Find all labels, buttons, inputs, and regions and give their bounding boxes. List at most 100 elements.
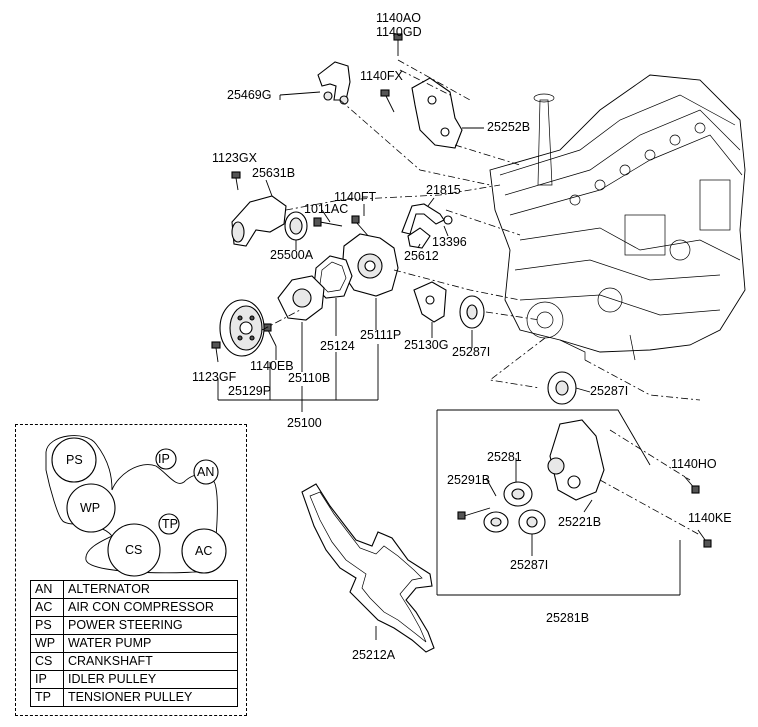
label-25252B: 25252B xyxy=(487,120,530,134)
schematic-wp-pulley xyxy=(66,483,116,533)
label-25129P: 25129P xyxy=(228,384,271,398)
schematic-ps-pulley xyxy=(51,437,97,483)
label-1140AO: 1140AO xyxy=(376,11,421,25)
schematic-label-ip: IP xyxy=(158,452,170,466)
idler-pulley-25287I-b xyxy=(547,371,577,405)
label-21815: 21815 xyxy=(426,183,461,197)
schematic-label-wp: WP xyxy=(80,501,100,515)
label-25291B: 25291B xyxy=(447,473,490,487)
label-25287I-c: 25287I xyxy=(510,558,548,572)
label-25111P: 25111P xyxy=(360,328,401,342)
schematic-label-an: AN xyxy=(197,465,214,479)
housing-25631B xyxy=(231,195,287,247)
pulley-25129P xyxy=(219,299,265,357)
clip-13396 xyxy=(443,215,453,225)
schematic-tp-pulley xyxy=(158,513,180,535)
tensioner-pulley-25281 xyxy=(503,481,533,507)
label-25287I-a: 25287I xyxy=(452,345,490,359)
label-25287I-b: 25287I xyxy=(590,384,628,398)
gasket-25612 xyxy=(407,227,431,249)
schematic-cs-pulley xyxy=(107,523,161,577)
label-25500A: 25500A xyxy=(270,248,314,262)
pump-body-25111P xyxy=(341,233,399,297)
leader-lines xyxy=(217,59,701,640)
label-1011AC: 1011AC xyxy=(304,202,348,216)
label-1140KE: 1140KE xyxy=(688,511,732,525)
label-25469G: 25469G xyxy=(227,88,271,102)
label-25100: 25100 xyxy=(287,416,322,430)
schematic-label-ps: PS xyxy=(66,453,83,467)
tensioner-assembly-frame xyxy=(436,409,681,596)
label-1140EB: 1140EB xyxy=(250,359,294,373)
belt-routing-schematic: PS IP AN WP TP CS AC xyxy=(45,435,227,577)
bolt-1140HO xyxy=(683,475,700,494)
label-1140HO: 1140HO xyxy=(671,457,717,471)
legend-code: AC xyxy=(30,598,64,617)
schematic-label-cs: CS xyxy=(125,543,142,557)
bolt-1011AC xyxy=(313,217,343,227)
label-1123GX: 1123GX xyxy=(212,151,258,165)
legend-name: TENSIONER PULLEY xyxy=(63,688,238,707)
schematic-label-ac: AC xyxy=(195,544,212,558)
label-1140FT: 1140FT xyxy=(334,190,377,204)
schematic-an-pulley xyxy=(193,459,219,485)
bolt-1140KE xyxy=(697,529,712,548)
legend-code: WP xyxy=(30,634,64,653)
bolt-1140EB xyxy=(263,323,277,347)
legend-code: IP xyxy=(30,670,64,689)
drive-belt-25212A xyxy=(301,483,435,653)
bracket-25130G xyxy=(413,281,447,323)
idler-pulley-25287I-a xyxy=(459,295,485,329)
bracket-25252B xyxy=(411,77,463,149)
thermostat-25500A xyxy=(284,211,308,241)
label-1123GF: 1123GF xyxy=(192,370,237,384)
bolt-1140FX xyxy=(380,89,395,113)
legend-code: CS xyxy=(30,652,64,671)
schematic-label-tp: TP xyxy=(162,517,178,531)
legend-name: IDLER PULLEY xyxy=(63,670,238,689)
label-25212A: 25212A xyxy=(352,648,396,662)
bolt-1140AO xyxy=(393,33,403,56)
bolt-25291B xyxy=(457,507,491,520)
schematic-ac-pulley xyxy=(181,528,227,574)
idler-pulley-25287I-c xyxy=(518,509,546,535)
legend-name: POWER STEERING xyxy=(63,616,238,635)
label-13396: 13396 xyxy=(432,235,467,249)
legend-name: AIR CON COMPRESSOR xyxy=(63,598,238,617)
hose-25469G xyxy=(317,61,351,105)
label-25221B: 25221B xyxy=(558,515,601,529)
water-pump-25110B xyxy=(277,275,325,321)
label-1140GD: 1140GD xyxy=(376,25,422,39)
label-25281: 25281 xyxy=(487,450,522,464)
pulley-small xyxy=(483,511,509,533)
tensioner-bracket-25221B xyxy=(547,419,605,501)
engine-block xyxy=(489,74,746,361)
legend-name: WATER PUMP xyxy=(63,634,238,653)
legend-code: PS xyxy=(30,616,64,635)
schematic-frame xyxy=(15,424,247,716)
label-25110B: 25110B xyxy=(288,371,330,385)
legend-code: TP xyxy=(30,688,64,707)
label-25631B: 25631B xyxy=(252,166,295,180)
legend-name: ALTERNATOR xyxy=(63,580,238,599)
legend-code: AN xyxy=(30,580,64,599)
label-1140FX: 1140FX xyxy=(360,69,404,83)
label-25281B: 25281B xyxy=(546,611,589,625)
bolt-1123GX xyxy=(231,171,241,191)
label-25130G: 25130G xyxy=(404,338,448,352)
schematic-ip-pulley xyxy=(155,448,177,470)
pipe-21815 xyxy=(401,203,445,235)
bolt-1123GF xyxy=(211,341,221,363)
legend-name: CRANKSHAFT xyxy=(63,652,238,671)
label-25612: 25612 xyxy=(404,249,439,263)
part-labels: 1140AO 1140GD 1140FX 25469G 25252B 1123G… xyxy=(192,11,732,662)
